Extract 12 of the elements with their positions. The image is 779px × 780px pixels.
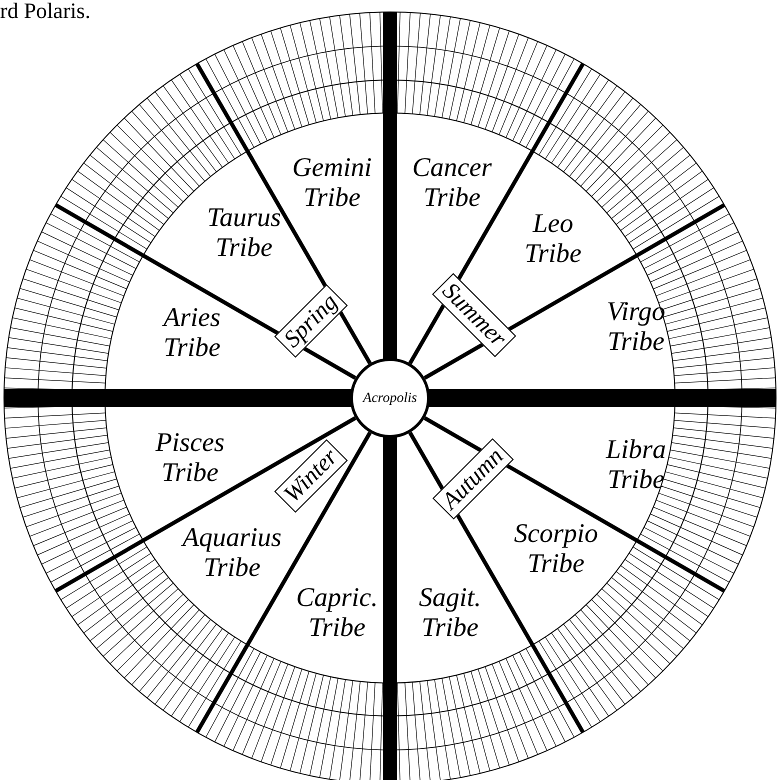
tribe-label: Gemini Tribe [292,152,372,212]
tribe-label: Libra Tribe [606,434,666,494]
tribe-label: Cancer Tribe [412,152,492,212]
tribe-label: Leo Tribe [524,208,582,268]
tribe-label: Pisces Tribe [156,427,224,487]
tribe-label: Taurus Tribe [206,202,282,262]
tribe-label: Aries Tribe [164,302,220,362]
tribe-label: Capric. Tribe [296,582,378,642]
caption-fragment: rd Polaris. [0,0,90,22]
tribe-label: Sagit. Tribe [418,582,482,642]
tribe-label: Scorpio Tribe [514,518,598,578]
tribe-label: Aquarius Tribe [182,522,282,582]
